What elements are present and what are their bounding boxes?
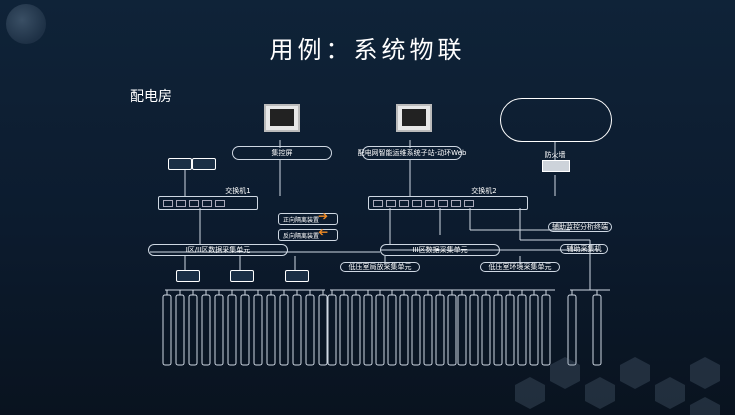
device-column bbox=[423, 294, 433, 366]
device-column bbox=[253, 294, 263, 366]
globe-icon bbox=[6, 4, 46, 44]
hexagon-pattern bbox=[515, 357, 720, 415]
switch-1 bbox=[158, 196, 258, 210]
firewall-label: 防火墙 bbox=[544, 150, 566, 159]
device-column bbox=[266, 294, 276, 366]
right-terminal: 辅助监控分析终端 bbox=[548, 222, 612, 232]
bus-converter-1 bbox=[176, 270, 200, 282]
right-collector: 辅助采集机 bbox=[560, 244, 608, 254]
device-column bbox=[387, 294, 397, 366]
device-column bbox=[292, 294, 302, 366]
page-title: 用例：系统物联 bbox=[269, 36, 466, 64]
device-column bbox=[447, 294, 457, 366]
monitor-screen-node: 集控屏 bbox=[232, 146, 332, 160]
arrow-right-icon: ➔ bbox=[318, 209, 329, 223]
switch-2-label: 交换机2 bbox=[471, 186, 497, 195]
device-column bbox=[201, 294, 211, 366]
device-column bbox=[279, 294, 289, 366]
cloud-icon bbox=[500, 98, 612, 142]
switch-1-label: 交换机1 bbox=[225, 186, 251, 195]
forward-isolator: 正向隔离装置 bbox=[278, 213, 338, 225]
device-column bbox=[305, 294, 315, 366]
device-column bbox=[481, 294, 491, 366]
monitor-pc-icon bbox=[264, 104, 300, 132]
device-column bbox=[399, 294, 409, 366]
device-column bbox=[327, 294, 337, 366]
device-column bbox=[457, 294, 467, 366]
device-column bbox=[175, 294, 185, 366]
gateway-icon-2 bbox=[192, 158, 216, 170]
arrow-left-icon: ➔ bbox=[318, 225, 329, 239]
reverse-isolator-label: 反向隔离装置 bbox=[283, 232, 320, 240]
device-column bbox=[214, 294, 224, 366]
bus-converter-2 bbox=[230, 270, 254, 282]
device-column bbox=[469, 294, 479, 366]
firewall-icon bbox=[542, 160, 570, 172]
device-column bbox=[339, 294, 349, 366]
device-column bbox=[375, 294, 385, 366]
room-label: 配电房 bbox=[130, 89, 172, 105]
bus-converter-3 bbox=[285, 270, 309, 282]
data-bus-left: I区/II区数据采集单元 bbox=[148, 244, 288, 256]
data-bus-right: III区数据采集单元 bbox=[380, 244, 500, 256]
device-column bbox=[227, 294, 237, 366]
device-column bbox=[240, 294, 250, 366]
device-column bbox=[411, 294, 421, 366]
device-column bbox=[162, 294, 172, 366]
device-column bbox=[363, 294, 373, 366]
collector-1: 低压室局放采集单元 bbox=[340, 262, 420, 272]
device-column bbox=[318, 294, 328, 366]
forward-isolator-label: 正向隔离装置 bbox=[283, 216, 320, 224]
device-column bbox=[351, 294, 361, 366]
device-column bbox=[435, 294, 445, 366]
device-column bbox=[188, 294, 198, 366]
web-pc-icon bbox=[396, 104, 432, 132]
collector-2: 低压室环境采集单元 bbox=[480, 262, 560, 272]
gateway-icon bbox=[168, 158, 192, 170]
web-station-node: 配电网智能运维系统子站-动环Web bbox=[358, 146, 466, 160]
switch-2 bbox=[368, 196, 528, 210]
reverse-isolator: 反向隔离装置 bbox=[278, 229, 338, 241]
